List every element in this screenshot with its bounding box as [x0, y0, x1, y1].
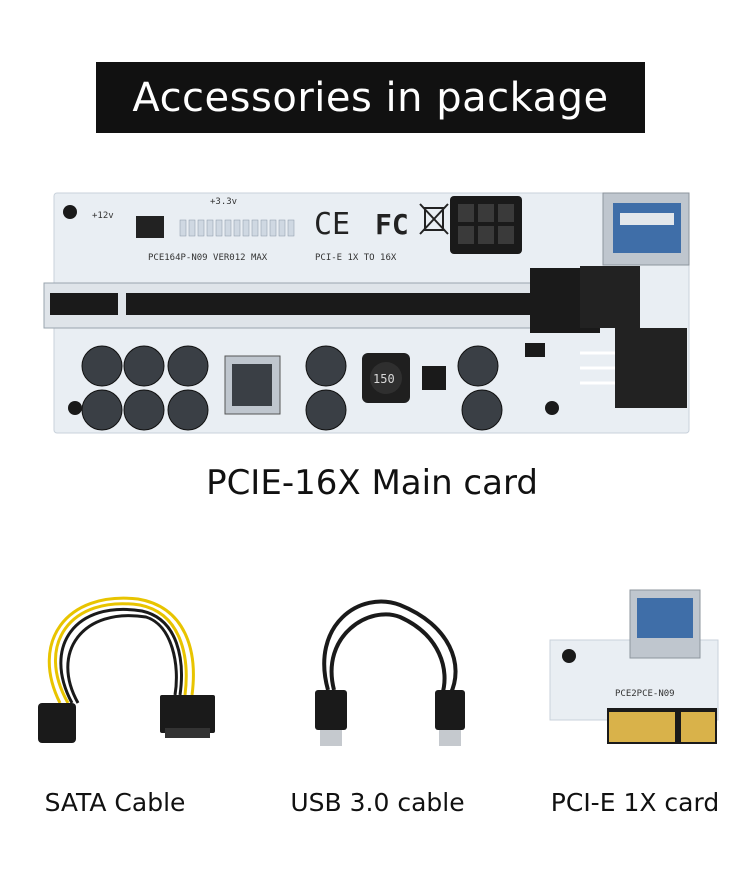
main-card-image: +12v +3.3v PCE164P-N09 VER012 MAX PCI-E … — [40, 188, 700, 438]
ce-mark: CE — [314, 207, 350, 242]
power-connector — [615, 328, 687, 408]
usb-plug-icon — [315, 690, 347, 730]
sata-plug-icon — [160, 695, 215, 733]
inductor-label: 150 — [373, 372, 395, 386]
package-title-banner: Accessories in package — [96, 62, 645, 133]
usb-cable-image — [300, 585, 480, 750]
capacitor-bank — [81, 345, 503, 431]
usb-cable-caption: USB 3.0 cable — [290, 788, 465, 817]
main-card-caption: PCIE-16X Main card — [206, 463, 538, 503]
mount-hole-icon — [68, 401, 82, 415]
usb-plug-icon — [435, 690, 465, 730]
pcie-label: PCI-E 1X TO 16X — [315, 253, 397, 263]
power-connector — [580, 266, 640, 328]
fc-mark: FC — [375, 208, 409, 241]
mount-hole-icon — [63, 205, 77, 219]
model-label: PCE164P-N09 VER012 MAX — [148, 253, 268, 263]
volt33-label: +3.3v — [210, 197, 237, 207]
weee-bin-icon — [419, 203, 449, 235]
sata-cable-image — [30, 585, 230, 750]
pcie-card-caption: PCI-E 1X card — [550, 788, 720, 817]
card-label: PCE2PCE-N09 — [615, 689, 675, 699]
six-pin-plug-icon — [38, 703, 76, 743]
package-title: Accessories in package — [132, 74, 609, 121]
main-card-illustration: +12v +3.3v PCE164P-N09 VER012 MAX PCI-E … — [43, 192, 690, 434]
sata-cable-caption: SATA Cable — [44, 788, 186, 817]
volt12-label: +12v — [92, 211, 114, 221]
six-pin-connector — [450, 196, 522, 254]
usb-port-icon — [602, 192, 690, 266]
pcie-1x-card-image: PCE2PCE-N09 — [545, 588, 725, 753]
mount-hole-icon — [545, 401, 559, 415]
